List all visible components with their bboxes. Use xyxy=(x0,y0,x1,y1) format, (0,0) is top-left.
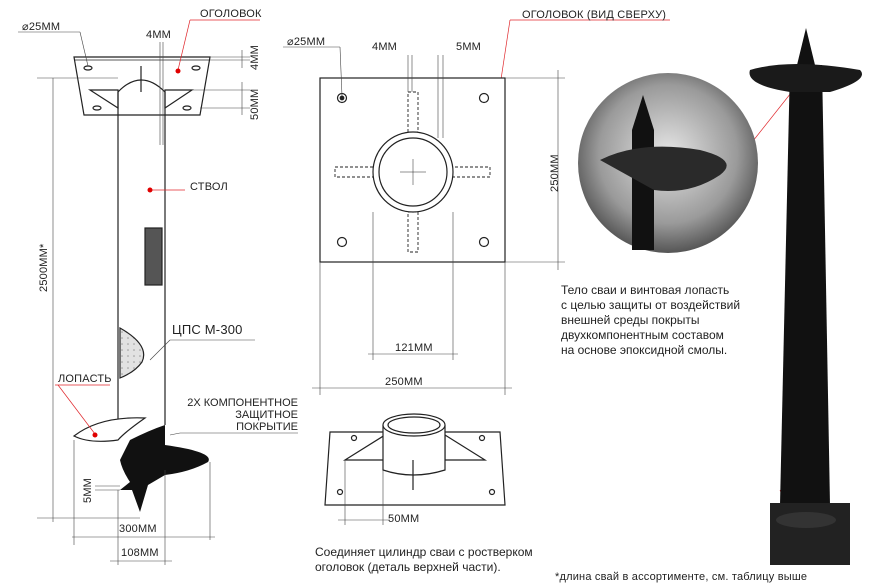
shaft-label: СТВОЛ xyxy=(190,181,228,193)
plate-thickness-label: 4MM xyxy=(249,44,261,70)
filler-label: ЦПС М-300 xyxy=(172,322,243,337)
footnote: *длина свай в ассортименте, см. таблицу … xyxy=(555,571,808,583)
filler-fragment xyxy=(119,326,145,379)
hole-diameter-label: ⌀25MM xyxy=(22,21,61,33)
coating-line: ПОКРЫТИЕ xyxy=(236,421,298,433)
description-line: Тело сваи и винтовая лопасть xyxy=(561,283,730,297)
description-line: двухкомпонентным составом xyxy=(561,328,724,342)
top-side-vertical-label: 250MM xyxy=(549,154,561,192)
inner-diameter-label: 121MM xyxy=(395,342,433,354)
top-hole-diameter-label: ⌀25MM xyxy=(287,36,326,48)
coating-description: Тело сваи и винтовая лопасть с целью защ… xyxy=(561,283,740,358)
side-view-dimensions xyxy=(18,31,298,565)
rib-height-label: 50MM xyxy=(249,88,261,120)
description-line: на основе эпоксидной смолы. xyxy=(561,343,728,357)
photo-pile xyxy=(749,28,862,565)
caption-line: оголовок (деталь верхней части). xyxy=(315,560,501,574)
iso-caption: Соединяет цилиндр сваи с ростверком огол… xyxy=(315,545,533,575)
photo-inset xyxy=(578,73,758,253)
blade-diameter-label: 300MM xyxy=(119,523,157,535)
caption-line: Соединяет цилиндр сваи с ростверком xyxy=(315,545,533,559)
top-dim-b-label: 5MM xyxy=(456,41,482,53)
shaft-window xyxy=(144,227,163,286)
description-line: с целью защиты от воздействий xyxy=(561,298,741,312)
top-view-title: ОГОЛОВОК (ВИД СВЕРХУ) xyxy=(522,9,667,21)
plate-gap-label: 4MM xyxy=(146,29,172,41)
length-label: 2500MM* xyxy=(38,243,50,292)
blade-coated xyxy=(120,425,209,512)
blade-white xyxy=(72,417,147,442)
coating-label: 2X КОМПОНЕНТНОЕ ЗАЩИТНОЕ ПОКРЫТИЕ xyxy=(160,397,298,433)
coating-line: ЗАЩИТНОЕ xyxy=(235,409,298,421)
blade-thickness-label: 5MM xyxy=(82,477,94,503)
top-view-plate xyxy=(319,77,506,263)
blade-label: ЛОПАСТЬ xyxy=(58,373,112,385)
iso-view-head xyxy=(324,413,506,506)
head-label: ОГОЛОВОК xyxy=(200,8,262,20)
coating-line: 2X КОМПОНЕНТНОЕ xyxy=(187,397,298,409)
iso-rib-dim-label: 50MM xyxy=(388,513,420,525)
iso-dimensions xyxy=(338,460,390,525)
top-dim-a-label: 4MM xyxy=(372,41,398,53)
side-view-pile xyxy=(72,56,211,512)
description-line: внешней среды покрыты xyxy=(561,313,700,327)
top-view-dimensions xyxy=(283,46,565,395)
top-side-horizontal-label: 250MM xyxy=(385,376,423,388)
shaft-diameter-label: 108MM xyxy=(121,547,159,559)
